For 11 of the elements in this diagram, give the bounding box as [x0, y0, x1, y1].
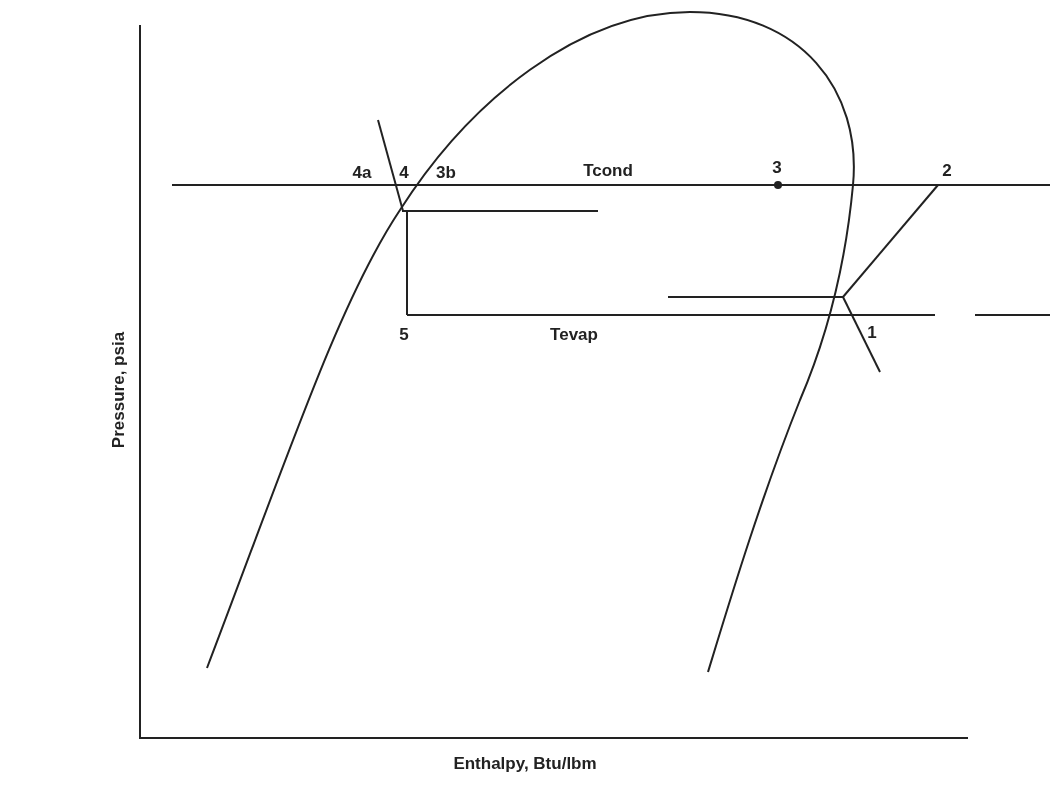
state-label: 3b [436, 163, 456, 181]
state-label: 3 [772, 158, 782, 176]
state-label: 4a [352, 163, 372, 181]
axis-label: Enthalpy, Btu/lbm [453, 754, 597, 772]
axis-label: Pressure, psia [109, 331, 127, 449]
state-label: 1 [867, 323, 877, 341]
state-label: 2 [942, 161, 952, 179]
state-label: 5 [399, 325, 409, 343]
state-label: 4 [399, 163, 409, 181]
line-label: Tevap [550, 325, 598, 343]
line-label: Tcond [583, 161, 633, 179]
